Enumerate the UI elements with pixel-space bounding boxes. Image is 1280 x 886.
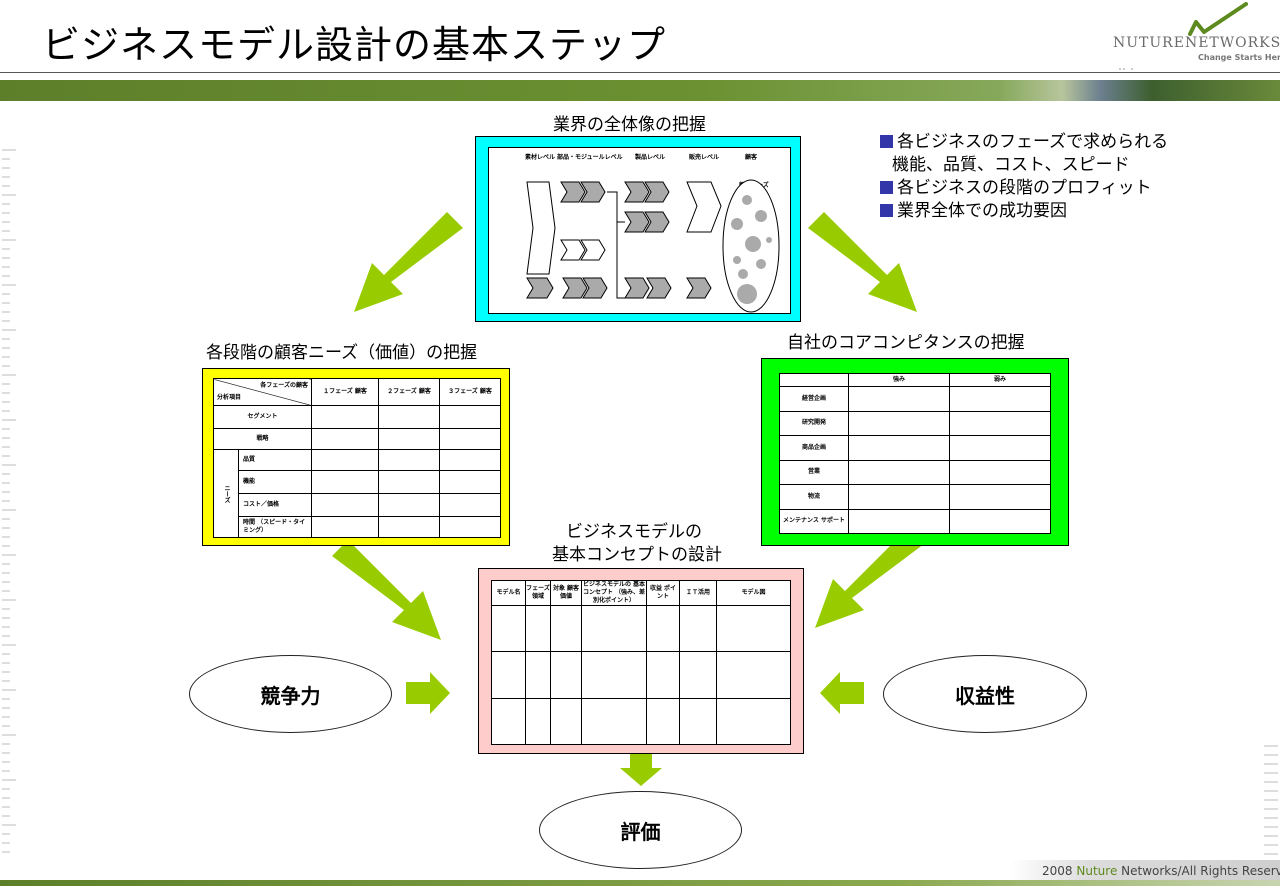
footer-rest: Networks/All Rights Reserved — [1121, 864, 1280, 878]
left-heading: 各段階の顧客ニーズ（価値）の把握 — [206, 343, 478, 363]
header-divider — [0, 72, 1280, 73]
needs-panel: 各フェーズの顧客 分析項目 １フェーズ 顧客 ２フェーズ 顧客 ３フェーズ 顧客… — [202, 368, 510, 546]
note-list: 各ビジネスのフェーズで求められる 機能、品質、コスト、スピード 各ビジネスの段階… — [880, 131, 1168, 223]
arrow-down-eval — [620, 746, 662, 786]
right-heading: 自社のコアコンピタンスの把握 — [787, 333, 1025, 353]
needs-row-label: セグメント — [213, 405, 312, 429]
needs-col-1: ２フェーズ 顧客 — [378, 378, 440, 406]
competence-row-label: 商品企画 — [779, 435, 849, 461]
industry-col-3: 販売レベル — [689, 154, 720, 161]
industry-col-0: 素材レベル — [525, 154, 556, 161]
competence-col-0: 強み — [848, 373, 950, 387]
concept-col-3: ビジネスモデルの 基本コンセプト （強み、差別化ポイント） — [581, 580, 647, 606]
top-heading: 業界の全体像の把握 — [553, 115, 706, 135]
industry-col-1: 部品・モジュールレベル — [557, 154, 623, 161]
note-2-line1: 業界全体での成功要因 — [897, 201, 1067, 221]
note-1-line1: 各ビジネスの段階のプロフィット — [897, 178, 1152, 198]
needs-row-label: コスト／価格 — [238, 493, 312, 517]
needs-vertical-label: ニーズ — [213, 449, 239, 538]
bullet-square-icon — [880, 135, 893, 148]
industry-col-4: 顧客 — [745, 154, 758, 161]
needs-corner-cell: 各フェーズの顧客 分析項目 — [213, 378, 312, 406]
arrow-left-down — [332, 540, 441, 640]
competence-row-label: メンテナンス サポート — [779, 508, 849, 534]
right-ruler — [1264, 745, 1278, 855]
concept-panel: モデル名 フェーズ 領域 対象 顧客価値 ビジネスモデルの 基本コンセプト （強… — [478, 568, 804, 754]
footer-brand: Nuture — [1076, 864, 1118, 878]
concept-col-6: モデル図 — [716, 580, 791, 606]
note-item-0: 各ビジネスのフェーズで求められる — [880, 131, 1168, 154]
needs-row-label: 品質 — [238, 449, 312, 471]
needs-row-label: 時間 （スピード・タイミング） — [238, 516, 312, 538]
page-title: ビジネスモデル設計の基本ステップ — [42, 23, 667, 67]
arrow-right-down — [815, 528, 924, 628]
competitiveness-oval: 競争力 — [189, 655, 392, 733]
note-item-2: 業界全体での成功要因 — [880, 200, 1168, 223]
arrow-top-left — [354, 212, 463, 312]
note-0-line1: 各ビジネスのフェーズで求められる — [897, 132, 1169, 152]
industry-col-2: 製品レベル — [635, 154, 666, 161]
bullet-square-icon — [880, 181, 893, 194]
concept-col-1: フェーズ 領域 — [525, 580, 551, 606]
needs-corner-top: 各フェーズの顧客 — [260, 382, 308, 389]
concept-col-0: モデル名 — [491, 580, 526, 606]
concept-col-4: 収益 ポイント — [646, 580, 680, 606]
concept-table: モデル名 フェーズ 領域 対象 顧客価値 ビジネスモデルの 基本コンセプト （強… — [491, 580, 791, 746]
center-heading-line2: 基本コンセプトの設計 — [552, 545, 722, 565]
arrow-group — [332, 212, 924, 786]
footer-year: 2008 — [1042, 864, 1073, 878]
arrow-right-in — [820, 672, 864, 714]
needs-row-label: 戦略 — [213, 428, 312, 450]
nuture-logo — [1110, 2, 1278, 70]
note-0-line2: 機能、品質、コスト、スピード — [892, 155, 1130, 175]
footer-band — [0, 880, 1280, 886]
logo-name-part2: NETWORKS — [1184, 35, 1280, 51]
footer-copyright: 2008 Nuture Networks/All Rights Reserved — [1042, 864, 1280, 878]
note-item-0-cont: 機能、品質、コスト、スピード — [880, 154, 1168, 177]
profitability-oval: 収益性 — [883, 655, 1087, 733]
header-band — [0, 80, 1280, 101]
needs-col-0: １フェーズ 顧客 — [311, 378, 379, 406]
logo-name-part1: NUTURE — [1113, 35, 1185, 51]
competence-row-label: 経営企画 — [779, 386, 849, 412]
logo-text: NUTURENETWORKS — [1113, 35, 1280, 51]
industry-diagram: 素材レベル 部品・モジュールレベル 製品レベル 販売レベル 顧客 顧客ニーズ — [488, 147, 791, 314]
competence-row-label: 研究開発 — [779, 410, 849, 436]
competence-row-label: 物流 — [779, 484, 849, 510]
checkmark-logo-icon — [1119, 2, 1248, 70]
concept-col-2: 対象 顧客価値 — [550, 580, 582, 606]
value-chain-icon — [526, 179, 780, 313]
competence-col-1: 弱み — [949, 373, 1051, 387]
footer-box — [1010, 860, 1280, 882]
concept-col-5: ＩＴ活用 — [679, 580, 717, 606]
note-item-1: 各ビジネスの段階のプロフィット — [880, 177, 1168, 200]
left-ruler — [2, 149, 16, 853]
competence-row-label: 営業 — [779, 459, 849, 485]
logo-tagline: Change Starts Here — [1198, 53, 1280, 62]
needs-col-2: ３フェーズ 顧客 — [439, 378, 501, 406]
competence-table: 強み弱み 経営企画 研究開発 商品企画 営業 物流 メンテナンス サポート — [779, 373, 1051, 534]
industry-panel: 素材レベル 部品・モジュールレベル 製品レベル 販売レベル 顧客 顧客ニーズ — [475, 136, 801, 322]
needs-table: 各フェーズの顧客 分析項目 １フェーズ 顧客 ２フェーズ 顧客 ３フェーズ 顧客… — [213, 378, 501, 538]
arrow-top-right — [808, 212, 917, 312]
bullet-square-icon — [880, 204, 893, 217]
needs-corner-bottom: 分析項目 — [217, 394, 242, 401]
competence-panel: 強み弱み 経営企画 研究開発 商品企画 営業 物流 メンテナンス サポート — [761, 358, 1069, 546]
center-heading-line1: ビジネスモデルの — [566, 522, 702, 542]
evaluation-oval: 評価 — [539, 791, 742, 869]
needs-row-label: 機能 — [238, 470, 312, 494]
arrow-left-in — [406, 672, 450, 714]
